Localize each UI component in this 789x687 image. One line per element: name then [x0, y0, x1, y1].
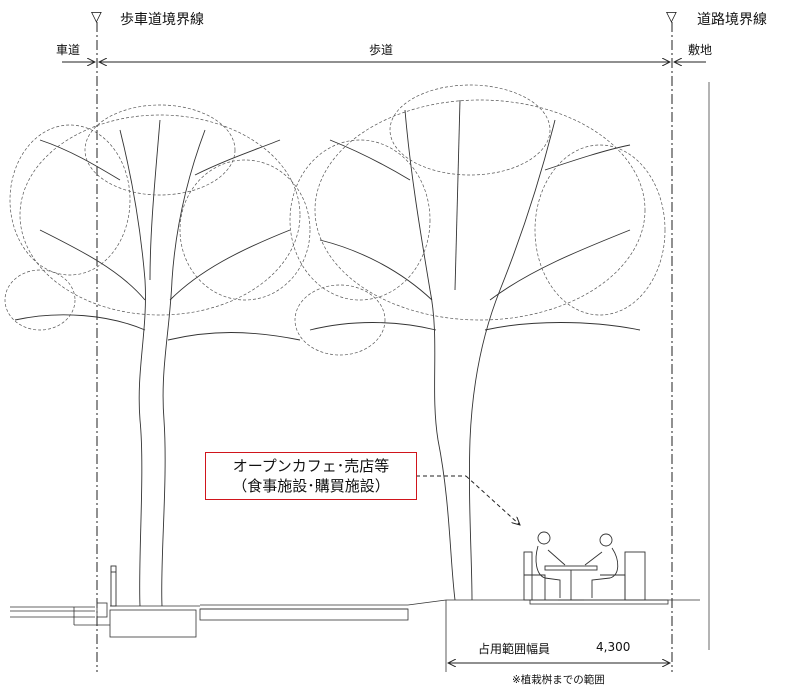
- occupancy-width-value: 4,300: [596, 640, 631, 654]
- cafe-seating: [523, 531, 646, 601]
- callout-leader-diagonal: [465, 475, 520, 525]
- sidewalk-label: 歩道: [369, 43, 394, 57]
- curb-boundary-label: 歩車道境界線: [120, 12, 204, 28]
- curb-boundary-symbol: ▽: [91, 9, 102, 25]
- road-boundary-symbol: ▽: [666, 9, 677, 25]
- cafe-callout-box: オープンカフェ･売店等 （食事施設･購買施設）: [205, 452, 417, 500]
- road-boundary-label: 道路境界線: [697, 12, 767, 28]
- street-tree-left: [14, 119, 301, 607]
- tree-canopy-right: [289, 84, 666, 356]
- callout-line-2: （食事施設･購買施設）: [232, 477, 390, 495]
- tree-canopy-left: [4, 104, 311, 331]
- occupancy-width-label: 占用範囲幅員: [478, 642, 551, 656]
- street-tree-right: [309, 99, 641, 601]
- ground-section: [10, 599, 700, 672]
- roadway-label: 車道: [56, 43, 81, 57]
- callout-line-1: オープンカフェ･売店等: [232, 457, 390, 475]
- occupancy-note: ※植栽桝までの範囲: [512, 674, 605, 686]
- site-label: 敷地: [688, 43, 713, 57]
- bollard: [110, 565, 117, 607]
